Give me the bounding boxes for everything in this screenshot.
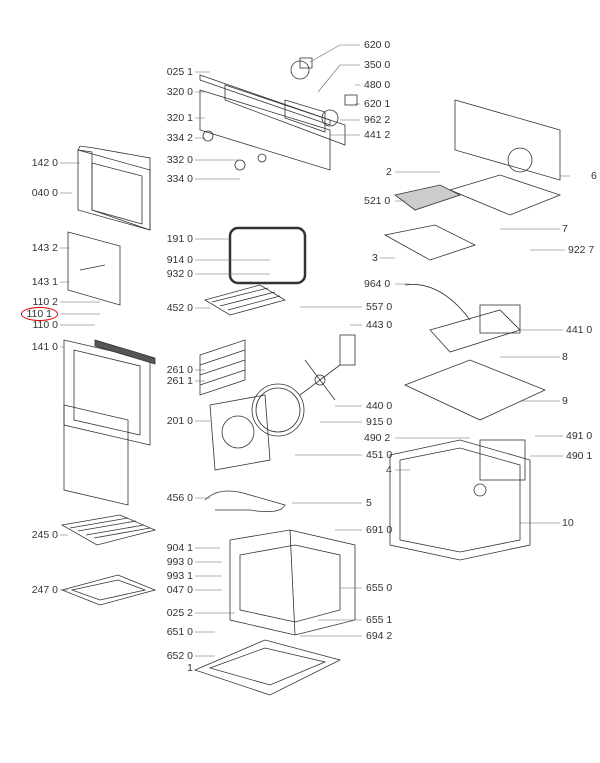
cooling-fan-part xyxy=(403,284,547,421)
control-panel-part xyxy=(199,57,358,171)
part-label: 10 xyxy=(562,517,574,529)
part-label: 334 0 xyxy=(166,173,193,185)
part-label: 651 0 xyxy=(166,626,193,638)
top-cover-part xyxy=(448,99,562,216)
outer-casing-part xyxy=(389,439,531,561)
part-label: 932 0 xyxy=(166,268,193,280)
part-label: 110 0 xyxy=(32,319,59,331)
part-label: 652 0 xyxy=(166,650,193,662)
part-label: 620 1 xyxy=(364,98,391,110)
part-label: 490 2 xyxy=(364,432,391,444)
part-label: 332 0 xyxy=(166,154,193,166)
part-label: 350 0 xyxy=(364,59,391,71)
part-label: 655 0 xyxy=(366,582,393,594)
part-label: 491 0 xyxy=(566,430,593,442)
door-inner-panel-part xyxy=(63,339,151,506)
part-label: 247 0 xyxy=(31,584,58,596)
part-label: 4 xyxy=(386,464,392,476)
part-label: 143 2 xyxy=(31,242,58,254)
oven-cavity-part xyxy=(229,529,356,636)
part-label: 962 2 xyxy=(364,114,391,126)
leader-lines xyxy=(60,44,570,657)
part-label: 142 0 xyxy=(31,157,58,169)
door-handle-strip-part xyxy=(94,339,156,365)
part-label: 441 0 xyxy=(566,324,593,336)
part-label: 3 xyxy=(372,252,378,264)
part-label: 2 xyxy=(386,166,392,178)
rack-support-part xyxy=(199,339,246,396)
part-label: 261 0 xyxy=(166,364,193,376)
part-label: 9 xyxy=(562,395,568,407)
door-glass-part xyxy=(67,231,121,306)
part-label: 557 0 xyxy=(366,301,393,313)
wire-shelf-part xyxy=(60,514,157,546)
part-label: 694 2 xyxy=(366,630,393,642)
part-label: 047 0 xyxy=(166,584,193,596)
part-label: 490 1 xyxy=(566,450,593,462)
part-label: 691 0 xyxy=(366,524,393,536)
part-label: 441 2 xyxy=(364,129,391,141)
lower-element-part xyxy=(204,490,286,513)
part-label: 7 xyxy=(562,223,568,235)
part-label: 914 0 xyxy=(166,254,193,266)
bottom-plate-part xyxy=(193,639,342,696)
part-label: 993 0 xyxy=(166,556,193,568)
part-label: 040 0 xyxy=(31,187,58,199)
part-label: 655 1 xyxy=(366,614,393,626)
oven-seal-part xyxy=(228,226,307,285)
part-label: 025 1 xyxy=(166,66,193,78)
baking-tray-part xyxy=(60,574,157,606)
part-label: 5 xyxy=(366,497,372,509)
part-label: 456 0 xyxy=(166,492,193,504)
part-label: 110 2 xyxy=(32,296,59,308)
part-label: 452 0 xyxy=(166,302,193,314)
fan-blade-part xyxy=(299,334,356,401)
part-label: 451 0 xyxy=(366,449,393,461)
part-label: 320 1 xyxy=(166,112,193,124)
control-board-part xyxy=(383,184,477,261)
part-label: 110 1 xyxy=(8,307,58,321)
highlighted-part-label: 110 1 xyxy=(20,307,58,321)
door-frame-part xyxy=(77,145,151,231)
part-label: 443 0 xyxy=(366,319,393,331)
part-label: 993 1 xyxy=(166,570,193,582)
part-label: 440 0 xyxy=(366,400,393,412)
part-label: 143 1 xyxy=(31,276,58,288)
fan-cover-part xyxy=(209,394,271,471)
part-label: 141 0 xyxy=(31,341,58,353)
part-label: 480 0 xyxy=(364,79,391,91)
part-label: 025 2 xyxy=(166,607,193,619)
part-label: 922 7 xyxy=(568,244,595,256)
part-label: 201 0 xyxy=(166,415,193,427)
part-label: 964 0 xyxy=(364,278,391,290)
fan-ring-element-part xyxy=(251,383,305,437)
part-label: 620 0 xyxy=(364,39,391,51)
part-label: 904 1 xyxy=(166,542,193,554)
part-label: 915 0 xyxy=(366,416,393,428)
part-label: 8 xyxy=(562,351,568,363)
part-label: 320 0 xyxy=(166,86,193,98)
part-label: 1 xyxy=(187,662,193,674)
grill-element-part xyxy=(203,284,287,316)
part-label: 334 2 xyxy=(166,132,193,144)
part-label: 521 0 xyxy=(364,195,391,207)
part-label: 261 1 xyxy=(166,375,193,387)
part-label: 6 xyxy=(591,170,597,182)
part-label: 191 0 xyxy=(166,233,193,245)
part-label: 245 0 xyxy=(31,529,58,541)
